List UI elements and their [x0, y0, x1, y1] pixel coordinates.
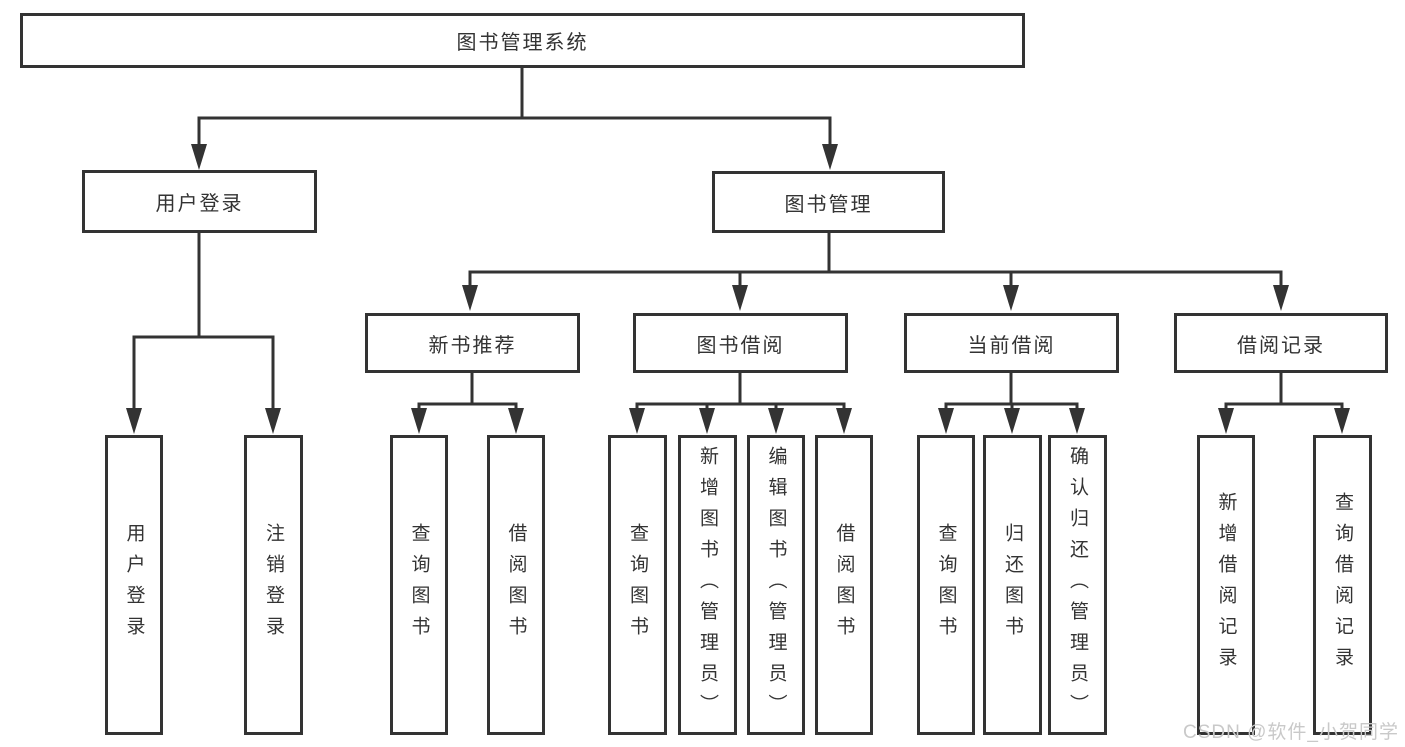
- leaf-logout: 注销登录: [244, 435, 303, 735]
- leaf-confirm-return-admin: 确认归还（管理员）: [1048, 435, 1107, 735]
- node-label: 图书管理: [784, 193, 873, 216]
- node-label: 新书推荐: [428, 334, 517, 357]
- node-label: 借阅记录: [1237, 334, 1325, 357]
- node-label: 查询图书: [627, 523, 648, 647]
- node-label: 注销登录: [263, 523, 284, 647]
- leaf-query-books-recommend: 查询图书: [390, 435, 448, 735]
- leaf-borrow-books-recommend: 借阅图书: [487, 435, 545, 735]
- leaf-query-borrow-record: 查询借阅记录: [1313, 435, 1372, 735]
- node-label: 归还图书: [1002, 523, 1023, 647]
- node-label: 用户登录: [155, 193, 244, 215]
- leaf-query-books-current: 查询图书: [917, 435, 975, 735]
- node-label: 借阅图书: [505, 523, 527, 647]
- node-label: 新增借阅记录: [1215, 492, 1237, 678]
- node-label: 当前借阅: [967, 334, 1056, 357]
- node-label: 查询借阅记录: [1332, 492, 1353, 678]
- node-user-login: 用户登录: [82, 170, 317, 233]
- leaf-user-login: 用户登录: [105, 435, 163, 735]
- node-book-management: 图书管理: [712, 171, 945, 233]
- node-label: 编辑图书（管理员）: [765, 445, 787, 725]
- leaf-return-book: 归还图书: [983, 435, 1042, 735]
- leaf-borrow-books: 借阅图书: [815, 435, 873, 735]
- leaf-add-book-admin: 新增图书（管理员）: [678, 435, 737, 735]
- node-label: 查询图书: [408, 523, 430, 647]
- leaf-edit-book-admin: 编辑图书（管理员）: [747, 435, 805, 735]
- node-label: 查询图书: [935, 523, 957, 647]
- node-label: 图书借阅: [696, 334, 785, 357]
- node-label: 新增图书（管理员）: [697, 445, 718, 725]
- leaf-add-borrow-record: 新增借阅记录: [1197, 435, 1255, 735]
- node-current-borrow: 当前借阅: [904, 313, 1119, 373]
- watermark: CSDN @软件_小贺同学: [1183, 722, 1399, 743]
- node-library-system: 图书管理系统: [20, 13, 1025, 68]
- node-book-borrow: 图书借阅: [633, 313, 848, 373]
- node-label: 用户登录: [123, 523, 145, 647]
- leaf-query-books-borrow: 查询图书: [608, 435, 667, 735]
- node-borrow-records: 借阅记录: [1174, 313, 1388, 373]
- node-label: 借阅图书: [833, 523, 855, 647]
- node-label: 图书管理系统: [456, 32, 589, 54]
- node-new-book-recommend: 新书推荐: [365, 313, 580, 373]
- node-label: 确认归还（管理员）: [1067, 445, 1088, 725]
